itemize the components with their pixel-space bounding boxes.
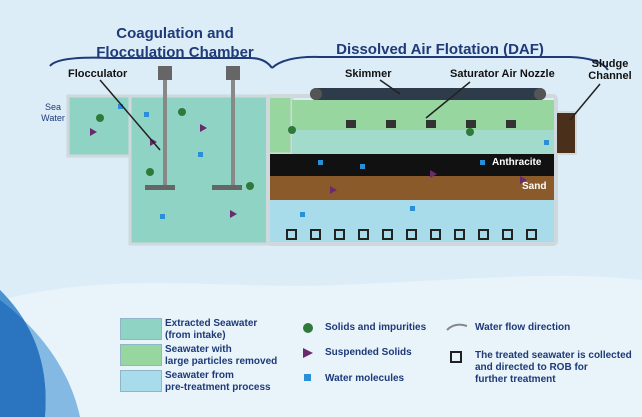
- legend-large-removed: Seawater with large particles removed: [165, 344, 278, 367]
- sand-layer: [270, 176, 554, 200]
- daf-lower-water: [292, 130, 554, 154]
- flocculator-label: Flocculator: [68, 68, 128, 80]
- legend-swatch-large-removed: [120, 344, 162, 366]
- legend-flow: Water flow direction: [475, 322, 571, 333]
- flocculator-motor-2: [226, 66, 240, 80]
- anthracite-label: Anthracite: [492, 157, 542, 168]
- flocculator-shaft-1: [163, 80, 167, 188]
- saturator-nozzles: [346, 120, 516, 128]
- anthracite-layer: [270, 154, 554, 176]
- daf-bracket: [271, 55, 609, 71]
- water-molecules: [118, 104, 549, 219]
- solid-icon: [303, 323, 313, 333]
- coagulation-bracket: [49, 56, 273, 69]
- process-diagram: [49, 55, 609, 246]
- sea-water-label: Sea Water: [41, 102, 65, 123]
- skimmer-leader: [379, 79, 401, 95]
- legend-swatch-extracted: [120, 318, 162, 340]
- collector-icon: [450, 351, 462, 363]
- sludge-channel: [555, 111, 577, 155]
- legend-solids: Solids and impurities: [325, 322, 427, 333]
- solid-particles: [96, 108, 474, 190]
- saturator-label: Saturator Air Nozzle: [450, 68, 555, 80]
- legend-icons-right: [446, 323, 468, 363]
- legend-pretreat: Seawater from pre-treatment process: [165, 370, 271, 393]
- collectors: [286, 229, 537, 240]
- saturator-leader: [425, 81, 471, 119]
- flocculator-motor-1: [158, 66, 172, 80]
- water-icon: [304, 374, 311, 381]
- daf-title: Dissolved Air Flotation (DAF): [336, 41, 544, 58]
- skimmer: [310, 88, 546, 100]
- legend-icons: [303, 323, 313, 381]
- legend-treated: The treated seawater is collected and di…: [475, 350, 632, 385]
- flocculator-shaft-2: [231, 80, 235, 188]
- flocculator-paddle-2: [212, 185, 242, 190]
- transition-channel: [266, 94, 294, 156]
- coagulation-title: Coagulation and Flocculation Chamber: [96, 25, 254, 61]
- flow-icon: [446, 323, 468, 331]
- flocculator-paddle-1: [145, 185, 175, 190]
- legend-suspended: Suspended Solids: [325, 347, 412, 358]
- flocculator-leader: [99, 79, 161, 151]
- sludge-leader: [569, 83, 601, 121]
- suspended-icon: [303, 348, 313, 358]
- legend-swatch-pretreat: [120, 370, 162, 392]
- sludge-label: Sludge Channel: [588, 58, 632, 82]
- sand-label: Sand: [522, 181, 547, 192]
- skimmer-label: Skimmer: [345, 68, 392, 80]
- legend-extracted: Extracted Seawater (from intake): [165, 318, 258, 341]
- legend-water: Water molecules: [325, 373, 405, 384]
